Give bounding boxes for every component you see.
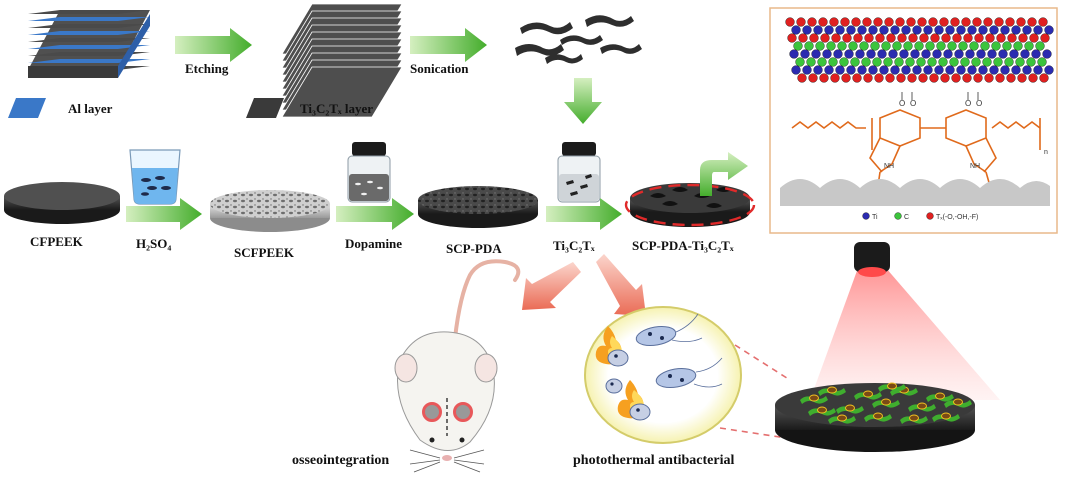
mxene-multilayer-stack <box>281 3 403 118</box>
photothermal-label: photothermal antibacterial <box>573 453 734 468</box>
al-layer-legend <box>8 98 46 118</box>
al-layer-label: Al layer <box>68 101 113 116</box>
ti3c2tx-arrow <box>546 198 622 230</box>
substrate-surface <box>780 179 1050 206</box>
bacteria-group <box>595 313 723 421</box>
svg-text:Tₓ(-O,-OH,-F): Tₓ(-O,-OH,-F) <box>936 214 978 221</box>
scp-pda-ti3c2tx-label: SCP-PDA-Ti₃C₂Tₓ <box>632 238 734 253</box>
scfpeek-label: SCFPEEK <box>234 245 295 260</box>
svg-text:C: C <box>904 214 909 221</box>
h2so4-beaker <box>129 149 181 205</box>
sonication-arrow <box>410 28 487 62</box>
mxene-layer-legend <box>246 98 284 118</box>
cfpeek-disk <box>4 182 120 224</box>
ti3c2tx-label: Ti₃C₂Tₓ <box>553 238 595 253</box>
svg-text:O: O <box>899 99 905 108</box>
osseointegration-label: osseointegration <box>292 453 389 468</box>
red-arrow-right <box>596 254 646 316</box>
atom-legend: Ti C Tₓ(-O,-OH,-F) <box>862 212 978 221</box>
svg-text:O: O <box>976 99 982 108</box>
etching-label: Etching <box>185 61 229 76</box>
h2so4-arrow <box>126 198 202 230</box>
nh-label-1: NH <box>884 163 894 170</box>
h2so4-label: H₂SO₄ <box>136 236 171 251</box>
catechol-bonds <box>901 92 979 100</box>
pda-chain <box>791 109 1041 187</box>
scp-pda-disk <box>418 186 538 228</box>
down-arrow <box>564 78 602 124</box>
dopamine-arrow <box>336 198 414 230</box>
etching-arrow <box>175 28 252 62</box>
sonication-label: Sonication <box>410 61 469 76</box>
n-subscript: n <box>1044 149 1048 156</box>
nh-label-2: NH <box>970 163 980 170</box>
mxene-flakes <box>515 15 642 64</box>
svg-text:O: O <box>965 99 971 108</box>
svg-text:Ti: Ti <box>872 214 878 221</box>
zoom-arrow <box>700 152 748 196</box>
rat-illustration <box>394 259 521 473</box>
mxene-layer-label: Ti₃C₂Tₓ layer <box>300 101 373 116</box>
dopamine-label: Dopamine <box>345 236 402 251</box>
bacteria-zoom-circle <box>584 306 742 444</box>
max-phase-stack <box>28 10 150 78</box>
illuminated-implant-disk <box>775 382 975 452</box>
svg-text:O: O <box>910 99 916 108</box>
scfpeek-disk <box>210 190 330 232</box>
dopamine-vial <box>347 142 391 203</box>
red-arrow-left <box>522 262 581 310</box>
cfpeek-label: CFPEEK <box>30 234 84 249</box>
mxene-atom-lattice <box>785 17 1054 83</box>
scp-pda-ti3c2tx-disk <box>624 183 756 227</box>
ti3c2tx-vial <box>557 142 601 203</box>
nir-laser <box>810 242 1000 400</box>
scp-pda-label: SCP-PDA <box>446 241 502 256</box>
